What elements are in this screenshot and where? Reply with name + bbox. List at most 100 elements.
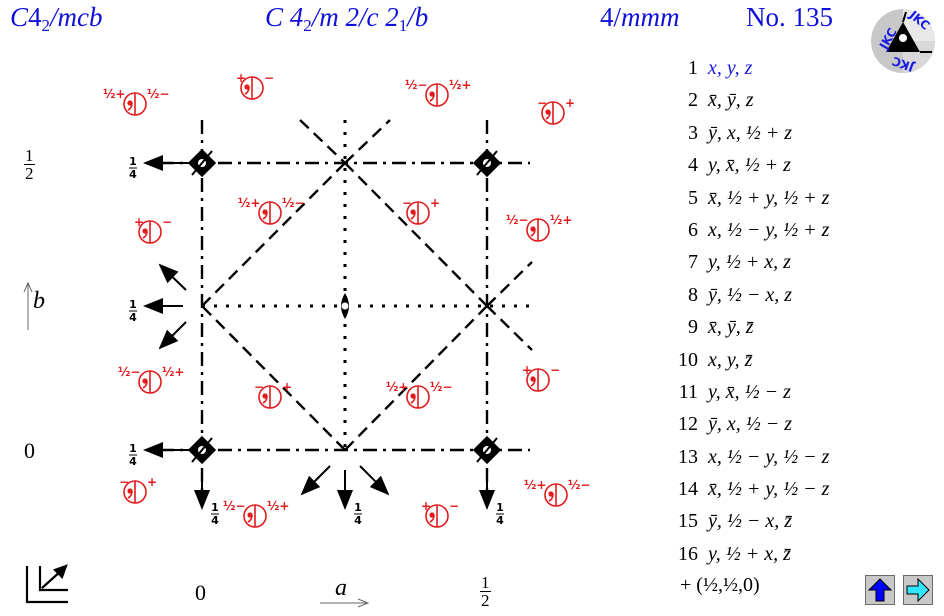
svg-text:+: + [134,215,144,229]
coord-index: 15 [678,510,698,533]
quarter-labels: 14 14 14 14 14 14 [129,155,504,527]
up-button[interactable] [865,575,895,605]
svg-text:4: 4 [211,514,219,527]
coordinate-row: 15 ȳ, ½ − x, z̄ [660,505,829,537]
full-symbol-p2: /m 2/c 2 [311,2,399,32]
coord-index: 4 [688,154,698,177]
svg-text:4: 4 [129,455,137,468]
coord-expression: ȳ, ½ − x, z̄ [708,510,793,533]
frac-num: 1 [480,573,491,592]
coordinate-row: 1 x, y, z [660,52,829,84]
symbol-num: 4 [28,2,42,32]
svg-text:4: 4 [354,514,362,527]
svg-text:1: 1 [129,442,137,455]
svg-text:½−: ½− [223,499,245,513]
coord-expression: y, ½ + x, z [708,251,791,274]
svg-text:−: − [254,380,264,394]
full-symbol-p3: /b [407,2,429,32]
b-axis-arrow-icon [23,281,33,330]
svg-text:−: − [550,363,560,377]
svg-text:½−: ½− [568,478,590,492]
coord-expression: ȳ, x, ½ − z [708,413,793,436]
coord-index: 1 [688,57,698,79]
coord-index: 16 [678,542,698,565]
b-axis-label: b [33,288,45,314]
frac-num: 1 [24,146,35,165]
point-group-rest: mmm [621,2,680,32]
coordinate-row: 2 x̄, ȳ, z [660,84,829,116]
coord-expression: x̄, ȳ, z [708,89,754,112]
y-zero-label: 0 [24,438,35,463]
coord-index: 9 [688,316,698,339]
full-symbol: C 42/m 2/c 21/b [265,2,429,34]
svg-text:+: + [430,196,440,210]
coord-index: 13 [678,445,698,468]
svg-text:−: − [537,96,547,110]
symmetry-lines [160,119,533,500]
svg-text:−: − [449,499,459,513]
right-arrow-icon [906,578,930,602]
up-arrow-icon [868,578,892,602]
coordinate-row: 4 y, x̄, ½ + z [660,149,829,181]
inplane-axis-arrows [143,155,495,510]
coord-expression: ȳ, x, ½ + z [708,121,793,144]
svg-text:½+: ½+ [267,499,289,513]
coord-expression: x, y, z̄ [708,348,753,371]
next-button[interactable] [903,575,933,605]
coord-expression: x̄, ȳ, z̄ [708,316,754,339]
svg-text:½−: ½− [506,213,528,227]
coord-index: 12 [678,413,698,436]
svg-text:½+: ½+ [386,380,408,394]
svg-text:+: + [522,363,532,377]
coord-index: 2 [688,89,698,112]
coord-expression: y, x̄, ½ − z [708,380,791,403]
coord-index: 6 [688,218,698,241]
coord-expression: ȳ, ½ − x, z [708,283,793,306]
coordinate-row: 16 y, ½ + x, z̄ [660,538,829,570]
coord-expression: y, ½ + x, z̄ [708,542,791,565]
jkc-logo-icon[interactable]: JKC JKC JKC [870,8,936,74]
coordinate-row: 3 ȳ, x, ½ + z [660,117,829,149]
coordinate-row: 11 y, x̄, ½ − z [660,376,829,408]
space-group-number: No. 135 [746,2,833,32]
coord-index: 5 [688,186,698,209]
svg-text:+: + [565,96,575,110]
coord-index: 3 [688,121,698,144]
svg-text:½+: ½+ [524,478,546,492]
a-axis-label: a [335,575,347,601]
coord-expression: x, ½ − y, ½ + z [708,218,830,241]
coord-index: 14 [678,478,698,501]
svg-text:−: − [264,71,274,85]
full-symbol-p1: C 4 [265,2,304,32]
svg-text:½+: ½+ [162,365,184,379]
general-positions: ½+½− +− ½−½+ −+ ½+½− −+ +− ½−½+ ½−½+ −+ … [103,71,590,528]
svg-text:−: − [119,475,129,489]
svg-text:½−: ½− [282,196,304,210]
svg-text:+: + [147,475,157,489]
axes-origin-icon [25,564,68,604]
svg-text:1: 1 [354,501,362,514]
coordinate-row: 14 x̄, ½ + y, ½ − z [660,473,829,505]
svg-text:½+: ½+ [238,196,260,210]
svg-text:½+: ½+ [550,213,572,227]
symbol-letter: C [10,2,29,32]
coord-expression: x̄, ½ + y, ½ − z [708,478,830,501]
symbol-sub: 2 [41,16,51,35]
coordinate-row: 12 ȳ, x, ½ − z [660,408,829,440]
point-group: 4/mmm [600,2,680,33]
coord-index: 11 [678,380,698,403]
svg-text:1: 1 [129,155,137,168]
coord-expression: y, x̄, ½ + z [708,154,791,177]
svg-text:+: + [282,380,292,394]
coordinates-list: 1 x, y, z 2 x̄, ȳ, z 3 ȳ, x, ½ + z 4 y, x̄, … [660,52,829,570]
coord-expression: x, y, z [708,57,753,79]
coord-index: 8 [688,283,698,306]
twofold-axis-icon [341,293,349,319]
svg-text:½−: ½− [430,380,452,394]
svg-text:+: + [236,71,246,85]
